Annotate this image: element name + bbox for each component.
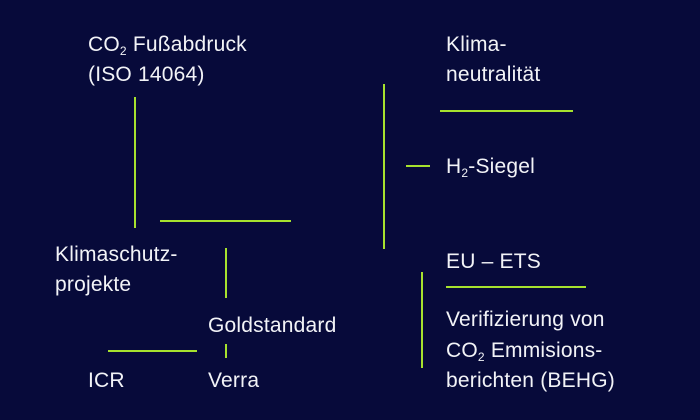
- connector-line-klimaneutralitaet-horizontal: [440, 110, 573, 112]
- iso-label: (ISO 14064): [88, 63, 205, 86]
- co2-footprint-label: CO2 Fußabdruck: [88, 33, 247, 58]
- connector-line-verra-vertical: [225, 344, 227, 358]
- verifizierung-label-line1: Verifizierung von: [446, 308, 605, 331]
- verra-label: Verra: [208, 369, 260, 392]
- klimaneutralitaet-label-line1: Klima-: [446, 33, 507, 56]
- klimaneutralitaet-label-line2: neutralität: [446, 63, 541, 86]
- klimaschutzprojekte-label-line2: projekte: [55, 273, 132, 296]
- verifizierung-label-line2: CO2 Emmisions-: [446, 339, 603, 364]
- connector-line-klimaschutz-horizontal: [160, 220, 291, 222]
- connector-line-goldstandard-vertical: [225, 248, 227, 298]
- goldstandard-label: Goldstandard: [208, 314, 337, 337]
- icr-label: ICR: [88, 369, 125, 392]
- connector-line-icr-horizontal: [108, 350, 197, 352]
- connector-line-h2-horizontal: [406, 165, 430, 167]
- connector-line-eu-ets-horizontal: [446, 286, 586, 288]
- connector-line-verifizierung-vertical: [421, 272, 423, 368]
- connector-line-co2-vertical: [134, 97, 136, 228]
- h2-siegel-label: H2-Siegel: [446, 155, 536, 180]
- connector-line-center-vertical: [383, 84, 385, 249]
- eu-ets-label: EU – ETS: [446, 250, 541, 273]
- verifizierung-label-line3: berichten (BEHG): [446, 369, 615, 392]
- klimaschutzprojekte-label-line1: Klimaschutz-: [55, 243, 178, 266]
